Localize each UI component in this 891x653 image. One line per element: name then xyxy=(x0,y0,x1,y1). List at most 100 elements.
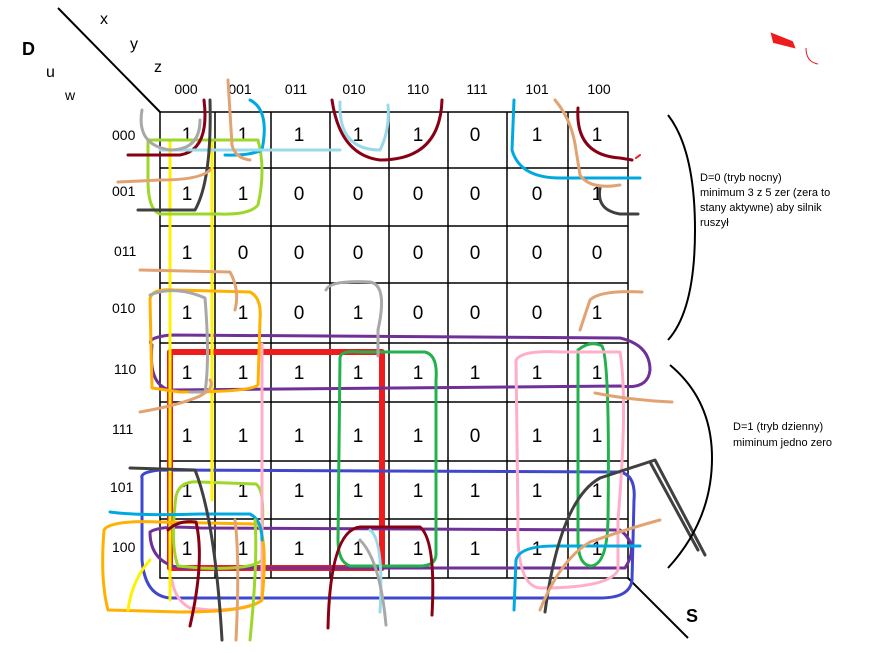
cell-value: 0 xyxy=(470,303,481,324)
row-header: 000 xyxy=(112,127,136,143)
cell-value: 1 xyxy=(353,539,364,560)
group-loop-red xyxy=(167,349,385,571)
cell-value: 1 xyxy=(182,539,193,560)
cell-value: 0 xyxy=(470,243,481,264)
cell-value: 0 xyxy=(470,426,481,447)
var-y: y xyxy=(130,36,138,53)
group-loop-gray-4 xyxy=(358,538,388,627)
cell-value: 1 xyxy=(532,481,543,502)
cell-value: 1 xyxy=(592,481,603,502)
column-header: 100 xyxy=(587,81,611,97)
cell-value: 1 xyxy=(592,184,603,205)
cell-value: 1 xyxy=(238,481,249,502)
group-loop-red-tick xyxy=(635,154,641,159)
day-mode-note: D=1 (tryb dzienny) miminum jedno zero xyxy=(733,421,832,449)
cell-value: 1 xyxy=(353,481,364,502)
group-loop-gray-2 xyxy=(324,280,384,358)
group-loop-green-2 xyxy=(576,342,610,568)
row-header: 111 xyxy=(112,421,133,437)
cell-value: 1 xyxy=(294,539,305,560)
cell-value: 0 xyxy=(470,184,481,205)
day-mode-bracket xyxy=(667,364,714,569)
cell-value: 1 xyxy=(182,426,193,447)
cell-value: 1 xyxy=(532,125,543,146)
group-loop-gray xyxy=(139,108,202,152)
cell-value: 1 xyxy=(353,125,364,146)
cell-value: 1 xyxy=(470,481,481,502)
column-header: 001 xyxy=(228,81,252,97)
group-loop-maroon xyxy=(126,98,207,157)
cell-value: 1 xyxy=(592,363,603,384)
row-header: 101 xyxy=(110,479,134,495)
column-header: 010 xyxy=(342,81,366,97)
var-z: z xyxy=(154,59,162,76)
group-loop-tan xyxy=(226,78,252,162)
row-header: 001 xyxy=(112,183,136,199)
cell-value: 0 xyxy=(353,184,364,205)
var-u: u xyxy=(46,64,55,81)
group-loop-green xyxy=(336,350,438,568)
night-mode-bracket xyxy=(667,114,697,341)
group-loop-lightblue xyxy=(338,100,390,152)
cell-value: 1 xyxy=(592,125,603,146)
cell-value: 0 xyxy=(294,184,305,205)
cell-value: 1 xyxy=(413,363,424,384)
group-loop-tan-2 xyxy=(116,168,212,184)
row-header: 010 xyxy=(112,300,136,316)
day-note-line: miminum jedno zero xyxy=(733,437,832,449)
cell-value: 0 xyxy=(413,243,424,264)
group-loop-cyan xyxy=(510,98,642,180)
group-loop-dark-2 xyxy=(597,186,640,216)
cell-value: 1 xyxy=(294,125,305,146)
night-note-line: minimum 3 z 5 zer (zera to xyxy=(700,187,830,199)
group-loop-tan-3 xyxy=(138,268,239,312)
cell-value: 0 xyxy=(294,303,305,324)
cell-value: 1 xyxy=(182,125,193,146)
cell-value: 1 xyxy=(592,426,603,447)
group-loop-maroon-5 xyxy=(166,520,201,628)
group-loop-lime-3 xyxy=(248,518,258,642)
var-w: w xyxy=(64,87,76,103)
group-loop-maroon-4 xyxy=(326,525,435,630)
night-note-line: ruszył xyxy=(700,217,729,229)
column-header: 111 xyxy=(466,81,487,97)
group-loop-tan-9 xyxy=(233,518,240,642)
column-header: 110 xyxy=(407,81,430,97)
var-S: S xyxy=(686,606,698,626)
row-header: 110 xyxy=(114,361,137,377)
var-x: x xyxy=(100,11,108,28)
cell-value: 1 xyxy=(238,539,249,560)
group-loop-maroon-2 xyxy=(330,98,444,162)
grouping-loops xyxy=(101,78,707,642)
column-headers: 000 001 011 010 110 111 101 100 xyxy=(174,81,611,97)
cell-value: 1 xyxy=(182,481,193,502)
cell-value: 0 xyxy=(353,243,364,264)
cell-value: 1 xyxy=(238,125,249,146)
cell-value: 0 xyxy=(592,243,603,264)
cell-value: 1 xyxy=(238,363,249,384)
cell-value: 1 xyxy=(413,125,424,146)
night-note-line: stany aktywne) aby silnik xyxy=(700,202,822,214)
row-headers: 000 001 011 010 110 111 101 100 xyxy=(110,127,137,555)
group-loop-cyan-3 xyxy=(512,544,642,612)
group-loop-gray-3 xyxy=(148,289,209,394)
row-header: 100 xyxy=(112,539,136,555)
cell-value: 0 xyxy=(294,243,305,264)
cell-value: 1 xyxy=(532,539,543,560)
cell-value: 1 xyxy=(532,426,543,447)
column-header: 000 xyxy=(174,81,198,97)
group-loop-lime-2 xyxy=(146,138,264,216)
cell-value: 0 xyxy=(532,243,543,264)
cell-value: 1 xyxy=(294,481,305,502)
cell-value: 1 xyxy=(294,363,305,384)
group-loop-lightblue-3 xyxy=(368,528,383,614)
cell-value: 0 xyxy=(532,184,543,205)
cell-value: 1 xyxy=(182,184,193,205)
cell-value: 0 xyxy=(413,303,424,324)
group-loop-maroon-3 xyxy=(576,106,634,162)
group-loop-dark-4 xyxy=(543,458,707,614)
output-diagonal xyxy=(627,577,689,639)
cell-value: 1 xyxy=(413,539,424,560)
night-note-line: D=0 (tryb nocny) xyxy=(700,172,782,184)
group-loop-tan-6 xyxy=(578,290,644,332)
